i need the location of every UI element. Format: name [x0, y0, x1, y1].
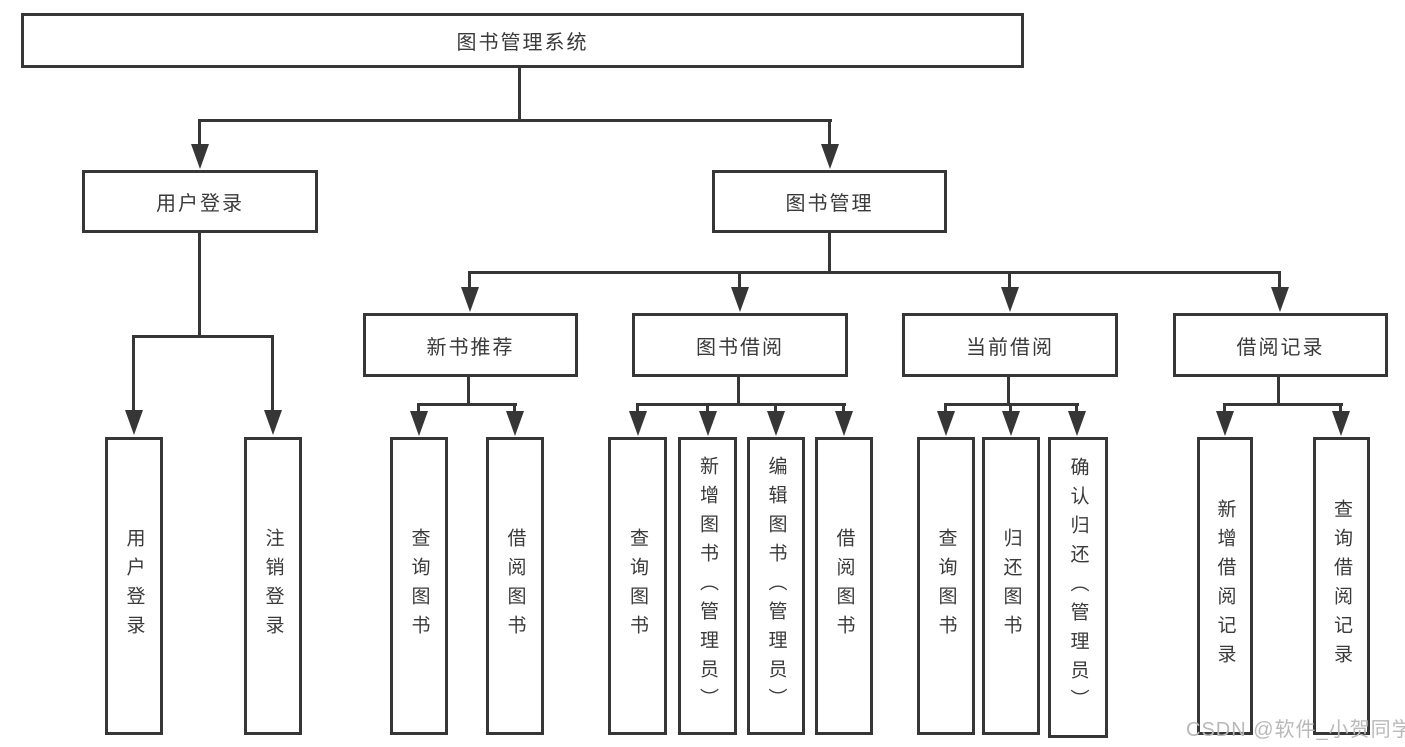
arrow-down-icon [1002, 411, 1020, 436]
node-current-borrowing: 当前借阅 [902, 313, 1118, 377]
connector-line [738, 271, 741, 290]
connector-line [1339, 403, 1342, 414]
node-new-book-recommend: 新书推荐 [363, 313, 578, 377]
connector-line [417, 403, 420, 414]
connector-line [1008, 271, 1011, 290]
leaf-confirm-return-admin-label: 确认归还（管理员） [1067, 457, 1089, 718]
connector-line [774, 403, 777, 414]
connector-line [198, 233, 201, 337]
connector-line [132, 335, 274, 338]
arrow-down-icon [699, 411, 717, 436]
connector-line [468, 271, 1281, 274]
arrow-down-icon [191, 144, 209, 169]
node-book-borrowing: 图书借阅 [632, 313, 848, 377]
leaf-recommend-query-books-label: 查询图书 [408, 528, 430, 644]
leaf-edit-books-admin-label: 编辑图书（管理员） [765, 455, 787, 717]
connector-line [198, 119, 201, 146]
connector-line [944, 403, 947, 414]
node-borrow-records: 借阅记录 [1173, 313, 1388, 377]
connector-line [1223, 403, 1226, 414]
arrow-down-icon [835, 411, 853, 436]
connector-line [737, 377, 740, 406]
connector-line [706, 403, 709, 414]
leaf-add-borrow-record-label: 新增借阅记录 [1214, 499, 1236, 673]
connector-line [468, 271, 471, 290]
connector-line [1007, 377, 1010, 406]
connector-line [828, 233, 831, 274]
arrow-down-icon [1332, 411, 1350, 436]
connector-line [417, 403, 517, 406]
connector-line [636, 403, 846, 406]
leaf-return-books: 归还图书 [982, 437, 1040, 735]
connector-line [198, 119, 832, 122]
arrow-down-icon [125, 410, 143, 435]
connector-line [636, 403, 639, 414]
connector-line [828, 119, 831, 146]
arrow-down-icon [264, 410, 282, 435]
leaf-recommend-borrow-books: 借阅图书 [486, 437, 544, 735]
connector-line [1223, 403, 1343, 406]
connector-line [1009, 403, 1012, 414]
node-current-borrowing-label: 当前借阅 [966, 336, 1054, 359]
node-user-login: 用户登录 [82, 170, 318, 233]
leaf-logout: 注销登录 [244, 437, 302, 735]
arrow-down-icon [1068, 411, 1086, 436]
node-user-login-label: 用户登录 [156, 193, 244, 215]
leaf-current-query-books-label: 查询图书 [935, 528, 957, 644]
leaf-user-login-label: 用户登录 [123, 528, 145, 644]
leaf-borrowing-borrow-books: 借阅图书 [815, 437, 873, 735]
node-root: 图书管理系统 [21, 13, 1024, 68]
leaf-borrowing-query-books-label: 查询图书 [627, 528, 648, 644]
leaf-confirm-return-admin: 确认归还（管理员） [1048, 437, 1108, 738]
arrow-down-icon [506, 411, 524, 436]
csdn-watermark: CSDN @软件_小贺同学 [1186, 719, 1405, 741]
arrow-down-icon [461, 287, 479, 312]
connector-line [1278, 271, 1281, 290]
arrow-down-icon [767, 411, 785, 436]
node-book-management: 图书管理 [712, 170, 947, 233]
leaf-recommend-query-books: 查询图书 [390, 437, 448, 735]
node-book-management-label: 图书管理 [785, 193, 874, 215]
arrow-down-icon [410, 411, 428, 436]
node-borrow-records-label: 借阅记录 [1236, 336, 1325, 359]
leaf-edit-books-admin: 编辑图书（管理员） [747, 437, 805, 735]
connector-line [518, 68, 521, 121]
leaf-borrowing-borrow-books-label: 借阅图书 [833, 528, 855, 644]
connector-line [467, 377, 470, 406]
leaf-add-books-admin: 新增图书（管理员） [678, 437, 737, 735]
connector-line [1277, 377, 1280, 406]
arrow-down-icon [937, 411, 955, 436]
leaf-recommend-borrow-books-label: 借阅图书 [504, 528, 526, 644]
arrow-down-icon [1216, 411, 1234, 436]
leaf-logout-label: 注销登录 [262, 528, 284, 644]
connector-line [842, 403, 845, 414]
arrow-down-icon [731, 287, 749, 312]
connector-line [271, 335, 274, 412]
arrow-down-icon [1271, 287, 1289, 312]
leaf-user-login: 用户登录 [105, 437, 163, 735]
node-new-book-recommend-label: 新书推荐 [426, 336, 515, 359]
leaf-current-query-books: 查询图书 [917, 437, 975, 735]
arrow-down-icon [821, 144, 839, 169]
connector-line [513, 403, 516, 414]
arrow-down-icon [629, 411, 647, 436]
node-book-borrowing-label: 图书借阅 [696, 336, 784, 359]
leaf-add-borrow-record: 新增借阅记录 [1197, 437, 1253, 735]
node-root-label: 图书管理系统 [456, 32, 589, 54]
leaf-add-books-admin-label: 新增图书（管理员） [697, 455, 718, 717]
leaf-borrowing-query-books: 查询图书 [608, 437, 667, 735]
arrow-down-icon [1001, 287, 1019, 312]
connector-line [132, 335, 135, 412]
leaf-query-borrow-record: 查询借阅记录 [1313, 437, 1370, 735]
leaf-query-borrow-record-label: 查询借阅记录 [1331, 499, 1352, 673]
connector-line [1075, 403, 1078, 414]
leaf-return-books-label: 归还图书 [1000, 528, 1022, 644]
